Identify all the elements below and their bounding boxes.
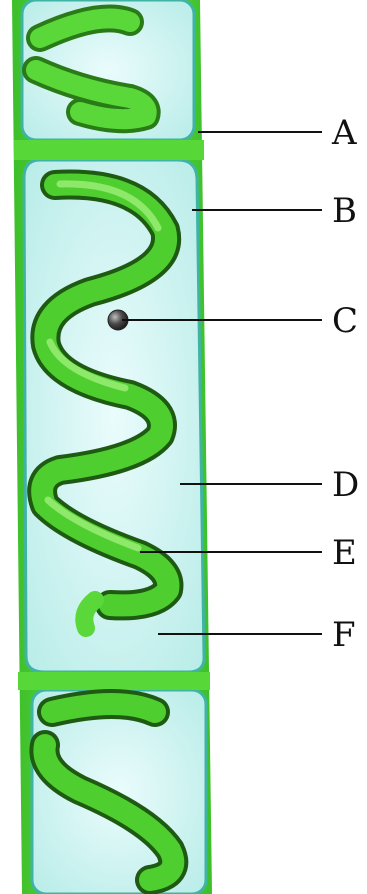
- cross-wall-top: [14, 140, 204, 160]
- label-b: B: [332, 191, 357, 231]
- label-c: C: [332, 301, 358, 341]
- label-d: D: [332, 465, 359, 505]
- label-f: F: [332, 615, 356, 655]
- cross-wall-bottom: [18, 672, 210, 690]
- label-a: A: [331, 113, 357, 153]
- labels: A B C D E F: [331, 113, 359, 655]
- label-e: E: [332, 533, 357, 573]
- chloroplast-tail: [84, 600, 95, 628]
